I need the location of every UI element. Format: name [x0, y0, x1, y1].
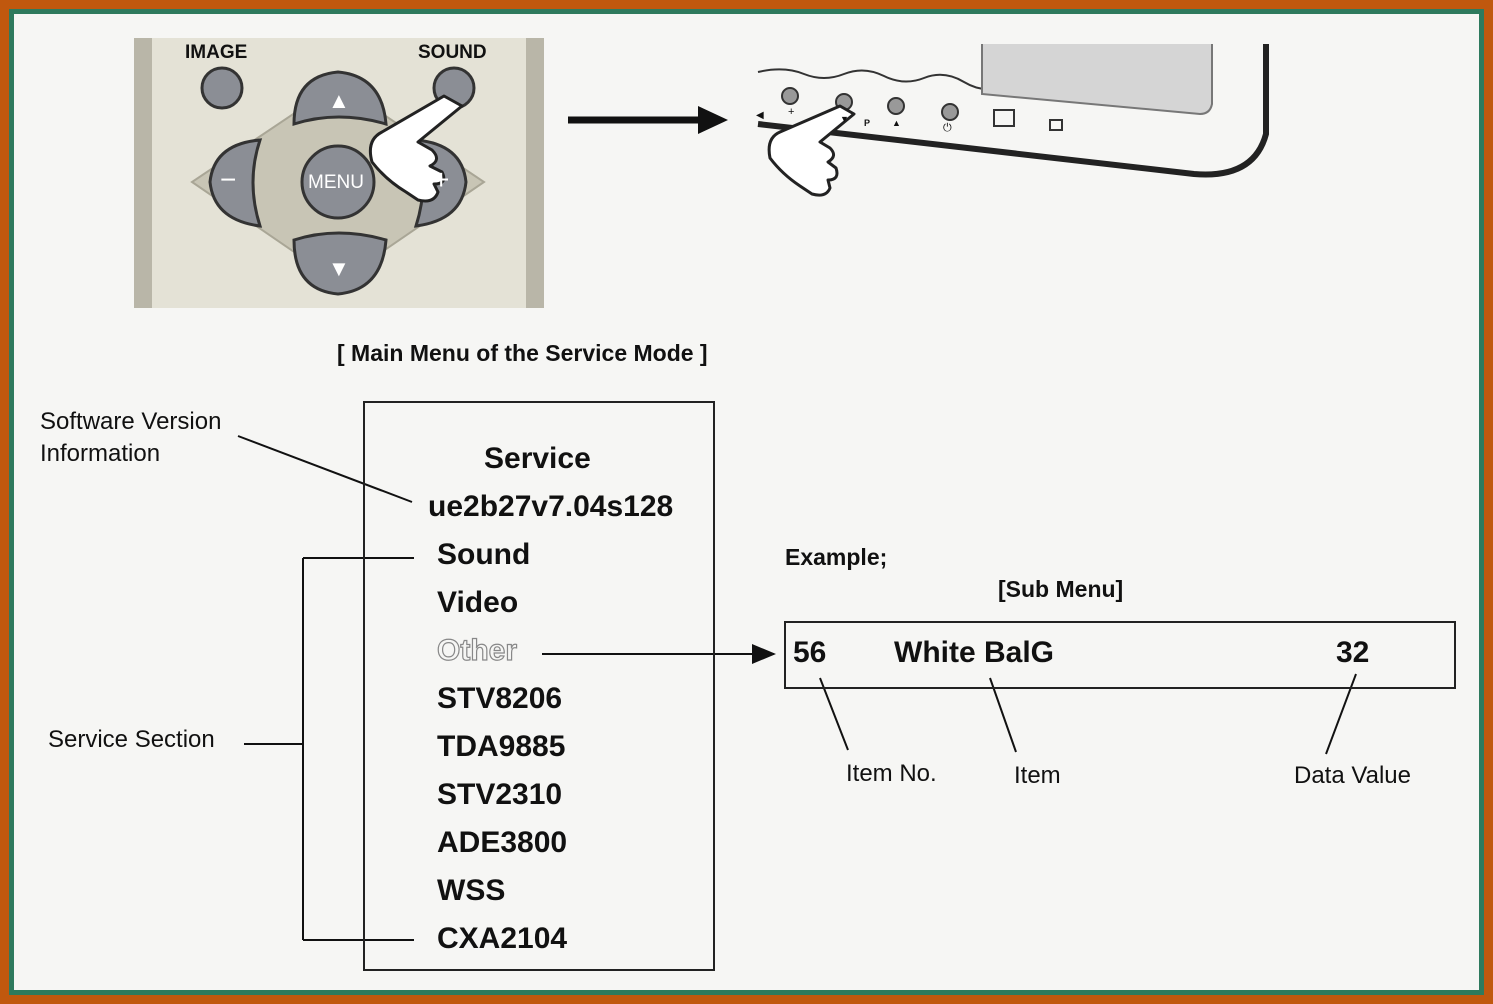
sub-menu-item: White BalG	[894, 636, 1055, 669]
service-title: Service	[484, 442, 591, 475]
item-no-label: Item No.	[846, 760, 937, 787]
tv-button-prog-down[interactable]	[887, 97, 905, 115]
hand-pointer-icon	[368, 94, 464, 203]
software-version-callout: Software Version Information	[40, 406, 221, 470]
remote-menu-label: MENU	[308, 172, 364, 193]
up-arrow-icon: ▲	[328, 88, 350, 113]
minus-icon: −	[220, 164, 237, 195]
service-section-bracket	[244, 557, 414, 941]
software-version-line2: Information	[40, 440, 161, 467]
remote-control-illustration	[134, 38, 544, 308]
tv-label-up-icon: ▲	[892, 118, 901, 128]
software-version: ue2b27v7.04s128	[428, 490, 674, 523]
item-leader	[989, 677, 1017, 753]
menu-item-stv8206[interactable]: STV8206	[437, 682, 563, 715]
menu-item-tda9885[interactable]: TDA9885	[437, 730, 566, 763]
tv-label-down-icon: ▼	[840, 114, 849, 124]
menu-item-stv2310[interactable]: STV2310	[437, 778, 563, 811]
hand-pointer-tv-icon	[767, 104, 856, 197]
menu-item-other[interactable]: Other	[436, 633, 518, 667]
software-version-leader	[237, 435, 413, 503]
tv-button-vol-minus[interactable]	[781, 87, 799, 105]
image-button[interactable]	[200, 66, 244, 110]
software-version-line1: Software Version	[40, 408, 222, 435]
menu-item-cxa2104[interactable]: CXA2104	[437, 922, 568, 955]
service-section-callout: Service Section	[48, 726, 215, 753]
sub-menu-box	[784, 621, 1456, 689]
tv-button-power[interactable]	[941, 103, 959, 121]
data-value-label: Data Value	[1294, 762, 1411, 789]
item-no-leader	[819, 677, 849, 751]
menu-item-ade3800[interactable]: ADE3800	[437, 826, 568, 859]
inner-frame: IMAGE SOUND MENU ▲ ▼ − + ◀ + ▼ P ▲ ⏻ [ M…	[9, 9, 1484, 995]
diagram-canvas: IMAGE SOUND MENU ▲ ▼ − + ◀ + ▼ P ▲ ⏻ [ M…	[14, 14, 1479, 990]
up-button[interactable]	[292, 70, 388, 127]
down-button[interactable]	[292, 231, 388, 296]
menu-item-video[interactable]: Video	[437, 586, 519, 619]
down-arrow-icon: ▼	[328, 256, 350, 281]
example-label: Example;	[785, 544, 888, 570]
plus-icon: +	[433, 164, 450, 195]
item-label: Item	[1014, 762, 1061, 789]
menu-item-sound[interactable]: Sound	[437, 538, 531, 571]
sub-menu-caption: [Sub Menu]	[998, 576, 1124, 602]
minus-button[interactable]	[208, 138, 263, 228]
service-menu-box	[363, 401, 715, 971]
tv-label-plus-icon: +	[788, 106, 795, 118]
main-menu-caption: [ Main Menu of the Service Mode ]	[337, 340, 708, 366]
tv-panel-illustration	[757, 44, 1269, 197]
remote-sound-label: SOUND	[418, 42, 487, 63]
remote-image-label: IMAGE	[185, 42, 248, 63]
menu-item-wss[interactable]: WSS	[437, 874, 506, 907]
sub-menu-item-no: 56	[793, 636, 827, 669]
menu-button[interactable]	[300, 144, 376, 220]
diagram-artwork	[134, 38, 1357, 941]
tv-label-power-icon: ⏻	[943, 122, 952, 134]
tv-label-p: P	[864, 118, 871, 128]
sub-menu-data-value: 32	[1336, 636, 1370, 669]
tv-label-vol-down-icon: ◀	[756, 110, 764, 121]
